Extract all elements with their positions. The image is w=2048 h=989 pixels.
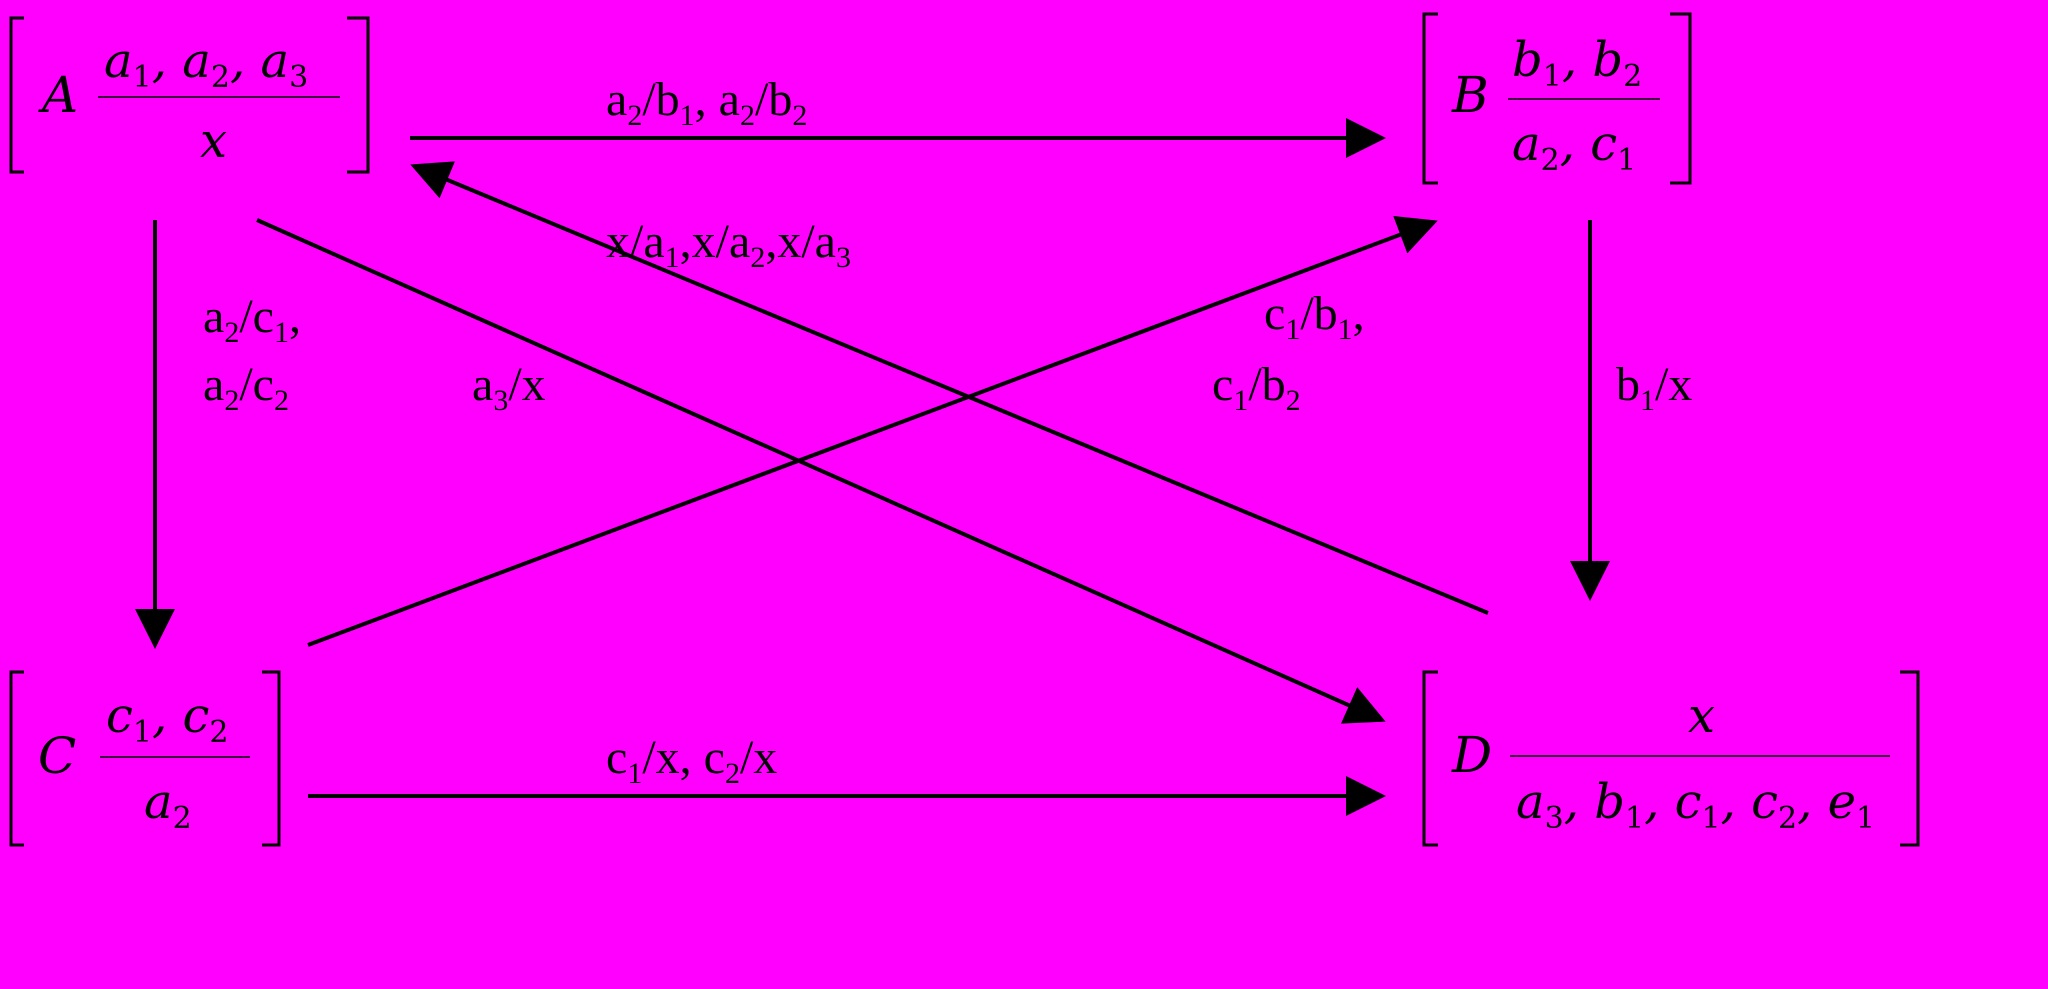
- edge-label-c-to-d: c1​/x, c2​/x: [606, 731, 777, 790]
- node-c-denominator: a2​: [144, 774, 192, 836]
- node-d-numerator: x: [1688, 688, 1715, 744]
- node-d-left-bracket: [1422, 670, 1438, 847]
- edge-label-a-to-b: a2​/b1​, a2​/b2​: [606, 73, 807, 132]
- node-d-right-bracket: [1900, 670, 1920, 847]
- edge-label-a-to-d: a3​/x: [472, 358, 546, 417]
- node-b-denominator: a2​, c1​: [1512, 116, 1636, 178]
- node-a-name: A: [38, 66, 78, 124]
- edge-label-c-to-b-line1: c1​/b1​,: [1264, 287, 1365, 346]
- node-b-left-bracket: [1422, 12, 1438, 185]
- node-d: D x a3​, b1​, c1​, c2​, e1​: [1422, 670, 1920, 847]
- node-a-denominator: x: [200, 113, 227, 169]
- node-d-name: D: [1451, 726, 1492, 784]
- node-c-left-bracket: [9, 670, 24, 847]
- edge-label-a-to-c-line1: a2​/c1​,: [203, 290, 301, 349]
- node-a: A a1​, a2​, a3​ x: [9, 16, 370, 174]
- node-a-numerator: a1​, a2​, a3​: [104, 33, 308, 95]
- node-b: B b1​, b2​ a2​, c1​: [1422, 12, 1692, 185]
- edge-c-to-b: [307, 215, 1438, 647]
- edge-a-to-d: [256, 218, 1386, 724]
- node-c-numerator: c1​, c2​: [106, 688, 228, 750]
- node-b-name: B: [1451, 66, 1489, 124]
- node-d-denominator: a3​, b1​, c1​, c2​, e1​: [1516, 774, 1875, 836]
- node-c-right-bracket: [262, 670, 281, 847]
- node-b-right-bracket: [1670, 12, 1692, 185]
- node-b-numerator: b1​, b2​: [1512, 32, 1642, 94]
- node-a-right-bracket: [347, 16, 370, 174]
- node-c: C c1​, c2​ a2​: [9, 670, 281, 847]
- edge-label-d-to-a: x/a1​,x/a2​,x/a3​: [606, 215, 851, 274]
- edge-label-b-to-d: b1​/x: [1616, 358, 1692, 417]
- edge-label-c-to-b-line2: c1​/b2​: [1212, 358, 1301, 417]
- edge-d-to-a: [410, 161, 1489, 615]
- node-c-name: C: [38, 727, 76, 785]
- node-a-left-bracket: [9, 16, 24, 174]
- edge-label-a-to-c-line2: a2​/c2​: [203, 358, 289, 417]
